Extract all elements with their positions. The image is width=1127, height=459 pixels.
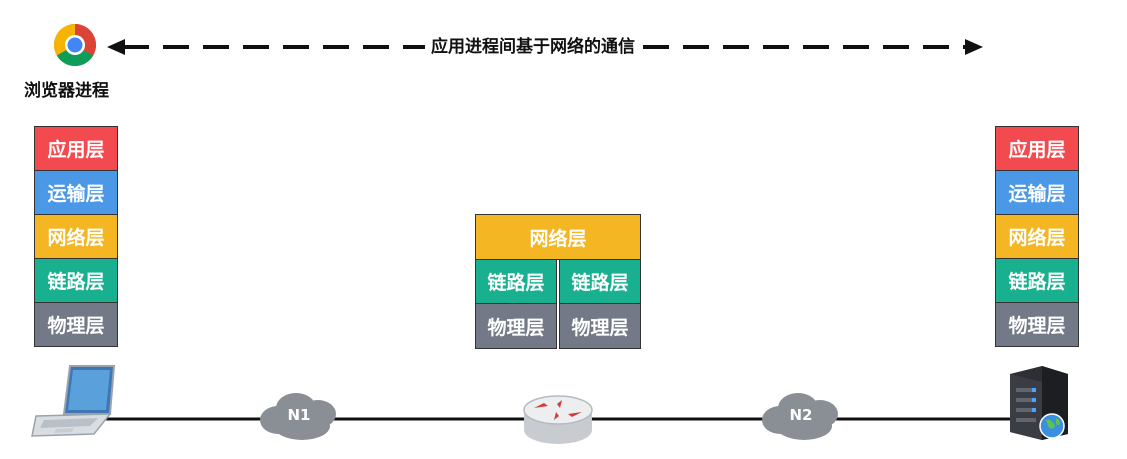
router-icon — [522, 392, 594, 448]
right-link-layer: 链路层 — [995, 259, 1079, 303]
router-link-layer-1: 链路层 — [475, 259, 557, 304]
left-application-layer: 应用层 — [34, 126, 118, 171]
chrome-icon — [52, 22, 98, 68]
router-physical-layer-1: 物理层 — [475, 303, 557, 349]
right-network-layer: 网络层 — [995, 215, 1079, 259]
left-link-layer: 链路层 — [34, 259, 118, 303]
cloud-n2-label: N2 — [789, 406, 813, 424]
right-protocol-stack: 应用层 运输层 网络层 链路层 物理层 — [995, 126, 1079, 347]
left-physical-layer: 物理层 — [34, 303, 118, 347]
router-network-layer: 网络层 — [475, 214, 641, 260]
left-network-layer: 网络层 — [34, 215, 118, 259]
cloud-n2: N2 — [758, 390, 844, 444]
left-transport-layer: 运输层 — [34, 171, 118, 215]
right-physical-layer: 物理层 — [995, 303, 1079, 347]
communication-label: 应用进程间基于网络的通信 — [425, 35, 641, 59]
laptop-icon — [30, 362, 116, 438]
browser-process-label: 浏览器进程 — [24, 81, 109, 101]
router-link-layer-2: 链路层 — [559, 259, 641, 304]
right-transport-layer: 运输层 — [995, 171, 1079, 215]
router-protocol-stack: 网络层 链路层 链路层 物理层 物理层 — [475, 214, 641, 349]
left-protocol-stack: 应用层 运输层 网络层 链路层 物理层 — [34, 126, 118, 347]
router-physical-layer-2: 物理层 — [559, 303, 641, 349]
server-icon — [1002, 364, 1074, 442]
cloud-n1: N1 — [256, 390, 342, 444]
cloud-n1-label: N1 — [287, 406, 311, 424]
right-application-layer: 应用层 — [995, 126, 1079, 171]
